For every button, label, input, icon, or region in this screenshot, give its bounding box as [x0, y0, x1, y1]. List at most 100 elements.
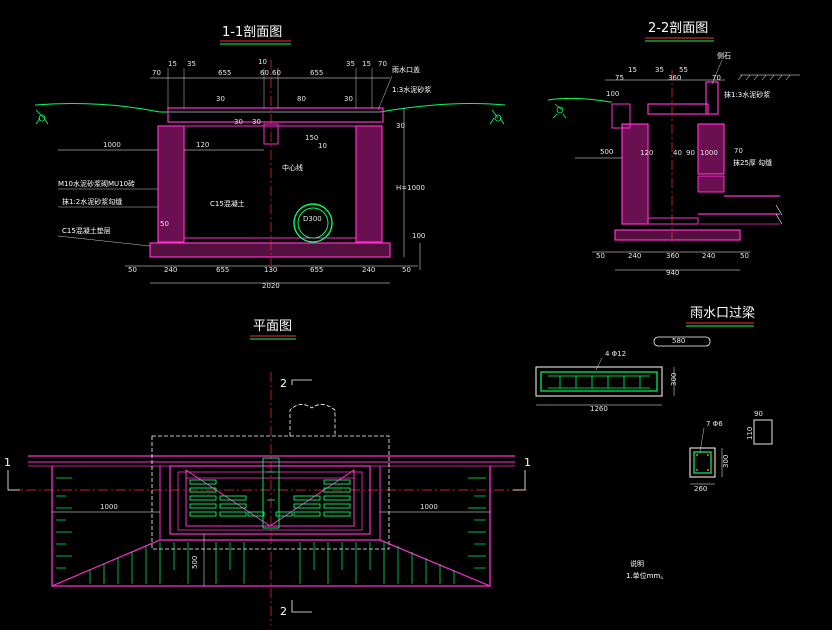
top-slab	[167, 107, 384, 123]
label-base-concrete: C15混凝土垫层	[62, 226, 111, 235]
dim-top-5: 60	[260, 69, 269, 77]
s2-dim-top-2: 55	[679, 66, 688, 74]
dim-v-6: 10	[318, 142, 327, 150]
s2-dim-v-2: 40	[673, 149, 682, 157]
dim-v-2: 80	[297, 95, 306, 103]
plan-drawing: 1 1 2 2	[4, 372, 531, 625]
dim-h-3: 130	[264, 266, 277, 274]
right-wall	[355, 125, 383, 243]
plan-dim-depth: 500	[191, 556, 199, 569]
s2-dim-h-3: 240	[702, 252, 715, 260]
section-2-drawing: 15 35 55 75 360 70 侧石 抹1:3水泥砂浆 抹25厚 勾缝 1…	[547, 51, 800, 277]
section-1-top-dims: 70 15 35 655 10 60 60 655 35 15 70	[152, 58, 387, 77]
section-2-top-dims: 15 35 55 75 360 70	[615, 66, 721, 82]
plan-title: 平面图	[253, 319, 292, 334]
plan-dim-left: 1000	[100, 503, 118, 511]
base-slab	[149, 242, 391, 258]
s2-dim-top-0: 15	[628, 66, 637, 74]
dim-h-6: 50	[402, 266, 411, 274]
label-fill-concrete: C15混凝土	[210, 199, 245, 208]
dim-top-8: 35	[346, 60, 355, 68]
section-1-drawing: D300 70 15 35 655 10 60 60 655 35 15 70	[34, 58, 506, 290]
s2-dim-v-3: 90	[686, 149, 695, 157]
s2-left-wall	[621, 123, 649, 225]
s2-dim-h-4: 50	[740, 252, 749, 260]
notes-heading: 说明	[630, 559, 644, 568]
overall-width-1: 2020	[262, 282, 280, 290]
s2-dim-top-5: 70	[712, 74, 721, 82]
pipe-label: D300	[303, 215, 322, 223]
grate-small-height: 300	[722, 455, 730, 468]
label-center: 中心线	[282, 163, 303, 172]
dim-h-5: 240	[362, 266, 375, 274]
grate-length: 1260	[590, 405, 608, 413]
section-mark-1-left: 1	[4, 456, 11, 469]
notes-line-1: 1.单位mm。	[626, 571, 667, 580]
dim-top-9: 15	[362, 60, 371, 68]
plan-title-group: 平面图	[250, 319, 296, 340]
grate-title-group: 雨水口过梁	[686, 306, 755, 327]
grate-rebar: 4 Φ12	[605, 350, 626, 358]
dim-v-8: H=1000	[396, 184, 425, 192]
label-s2-mortar: 抹1:3水泥砂浆	[724, 90, 770, 99]
section-mark-2-bottom: 2	[280, 605, 287, 618]
inner-dim: 120	[196, 141, 209, 149]
section-2-v-dims: 100 120 40 90 1000 70	[606, 90, 743, 157]
dim-v-10: 50	[160, 220, 169, 228]
grate-top-dim: 580	[672, 337, 685, 345]
grate-small-rebar: 7 Φ6	[706, 420, 723, 428]
section-2-title: 2-2剖面图	[648, 21, 708, 36]
label-cover: 雨水口盖	[392, 65, 420, 74]
dim-h-0: 50	[128, 266, 137, 274]
dim-v-3: 30	[252, 118, 261, 126]
dim-top-7: 655	[310, 69, 323, 77]
s2-dim-v-4: 1000	[700, 149, 718, 157]
label-wall-material: M10水泥砂浆砌MU10砖	[58, 179, 135, 188]
grate-drawing: 580 4 Φ12 1260 300 7 Φ6 260 300 90 110	[535, 336, 773, 493]
overall-width-2: 940	[666, 269, 679, 277]
dim-h-1: 240	[164, 266, 177, 274]
dim-top-1: 15	[168, 60, 177, 68]
dim-h-4: 655	[310, 266, 323, 274]
label-plaster: 抹1:2水泥砂浆勾缝	[62, 197, 122, 206]
dim-top-3: 655	[218, 69, 231, 77]
label-s2-pipe: 抹25厚 勾缝	[733, 158, 772, 167]
s2-base	[614, 229, 741, 241]
dim-v-1: 30	[234, 118, 243, 126]
section-2-title-group: 2-2剖面图	[645, 21, 714, 42]
s2-left-offset: 500	[600, 148, 613, 156]
dim-h-2: 655	[216, 266, 229, 274]
s2-dim-top-1: 35	[655, 66, 664, 74]
s2-dim-top-4: 360	[668, 74, 681, 82]
dim-v-9: 100	[412, 232, 425, 240]
label-kerb: 侧石	[717, 51, 731, 60]
grate-side-w: 90	[754, 410, 763, 418]
dim-v-5: 150	[305, 134, 318, 142]
dim-top-2: 35	[187, 60, 196, 68]
dim-top-4: 10	[258, 58, 267, 66]
pipe-outer	[293, 203, 333, 243]
section-1-title-group: 1-1剖面图	[220, 25, 291, 45]
dim-v-4: 30	[344, 95, 353, 103]
dim-top-10: 70	[378, 60, 387, 68]
s2-right-wall	[697, 123, 725, 175]
dim-v-0: 30	[216, 95, 225, 103]
notes: 说明 1.单位mm。	[626, 559, 667, 580]
section-1-bottom-dims: 50 240 655 130 655 240 50 2020	[128, 266, 411, 290]
grate-title: 雨水口过梁	[690, 306, 755, 321]
s2-dim-h-0: 50	[596, 252, 605, 260]
section-mark-1-right: 1	[524, 456, 531, 469]
s2-dim-h-1: 240	[628, 252, 641, 260]
dim-v-7: 30	[396, 122, 405, 130]
s2-dim-v-0: 100	[606, 90, 619, 98]
s2-dim-v-1: 120	[640, 149, 653, 157]
grate-small-width: 260	[694, 485, 707, 493]
left-wall	[157, 125, 185, 243]
left-offset: 1000	[103, 141, 121, 149]
section-1-vertical-dims: 30 30 80 30 30 150 10 30 H=1000 100 50	[160, 95, 425, 240]
s2-dim-v-5: 70	[734, 147, 743, 155]
kerb-stone	[705, 81, 719, 115]
grate-height: 300	[670, 373, 678, 386]
section-2-bottom-dims: 50 240 360 240 50 940	[596, 252, 749, 277]
